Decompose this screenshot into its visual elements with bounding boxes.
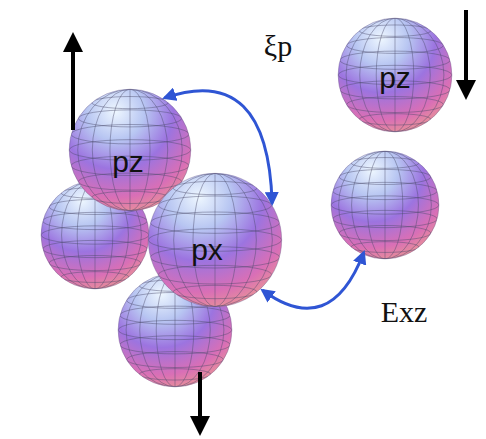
coupling-label: ξp bbox=[264, 31, 292, 61]
spin-arrow bbox=[464, 10, 468, 84]
coupling-label: Exz bbox=[381, 297, 428, 327]
orbital-lobe bbox=[331, 151, 439, 259]
spin-arrow bbox=[71, 48, 75, 130]
orbital-lobe bbox=[148, 173, 281, 306]
spin-arrow bbox=[198, 372, 202, 420]
coupling-arrow bbox=[165, 91, 272, 204]
orbital-label: px bbox=[191, 235, 223, 265]
coupling-arrow bbox=[263, 253, 364, 309]
orbital-label: pz bbox=[112, 147, 144, 177]
orbital-node: pz bbox=[68, 88, 192, 212]
orbital-node: px bbox=[147, 172, 283, 308]
orbital-label: pz bbox=[379, 63, 411, 93]
orbital-lobe bbox=[338, 18, 452, 132]
orbital-node: pz bbox=[337, 17, 453, 260]
